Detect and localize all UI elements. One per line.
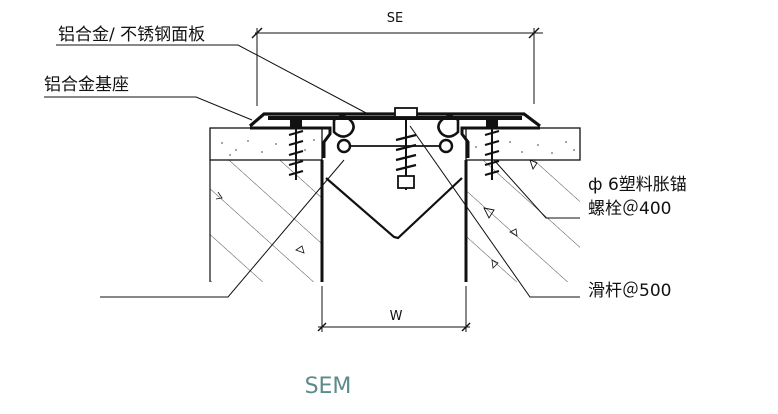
label-slide-bar: 滑杆＠500 <box>588 281 671 301</box>
waterproof-membrane <box>325 177 463 240</box>
aluminum-base <box>250 115 540 158</box>
substrate-right <box>466 159 580 282</box>
label-anchor-line1: ф 6塑料胀锚 <box>588 175 687 195</box>
substrate-left <box>209 160 322 282</box>
dimension-w: W <box>317 286 471 332</box>
concrete-slab-right <box>465 127 581 161</box>
concrete-slab-left <box>209 127 323 161</box>
expansion-anchor-right <box>484 120 500 180</box>
dimension-w-label: W <box>390 309 403 324</box>
center-bolt <box>394 107 418 190</box>
expansion-anchor-left <box>288 120 304 180</box>
label-panel: 铝合金/ 不锈钢面板 <box>58 25 205 45</box>
dimension-se: SE <box>251 11 543 106</box>
cover-panel <box>248 112 541 128</box>
label-anchor-line2: 螺栓＠400 <box>588 199 671 219</box>
label-base: 铝合金基座 <box>44 75 129 95</box>
caption: SEM <box>305 374 352 399</box>
leader-lines <box>44 44 580 298</box>
dimension-se-label: SE <box>387 11 403 26</box>
